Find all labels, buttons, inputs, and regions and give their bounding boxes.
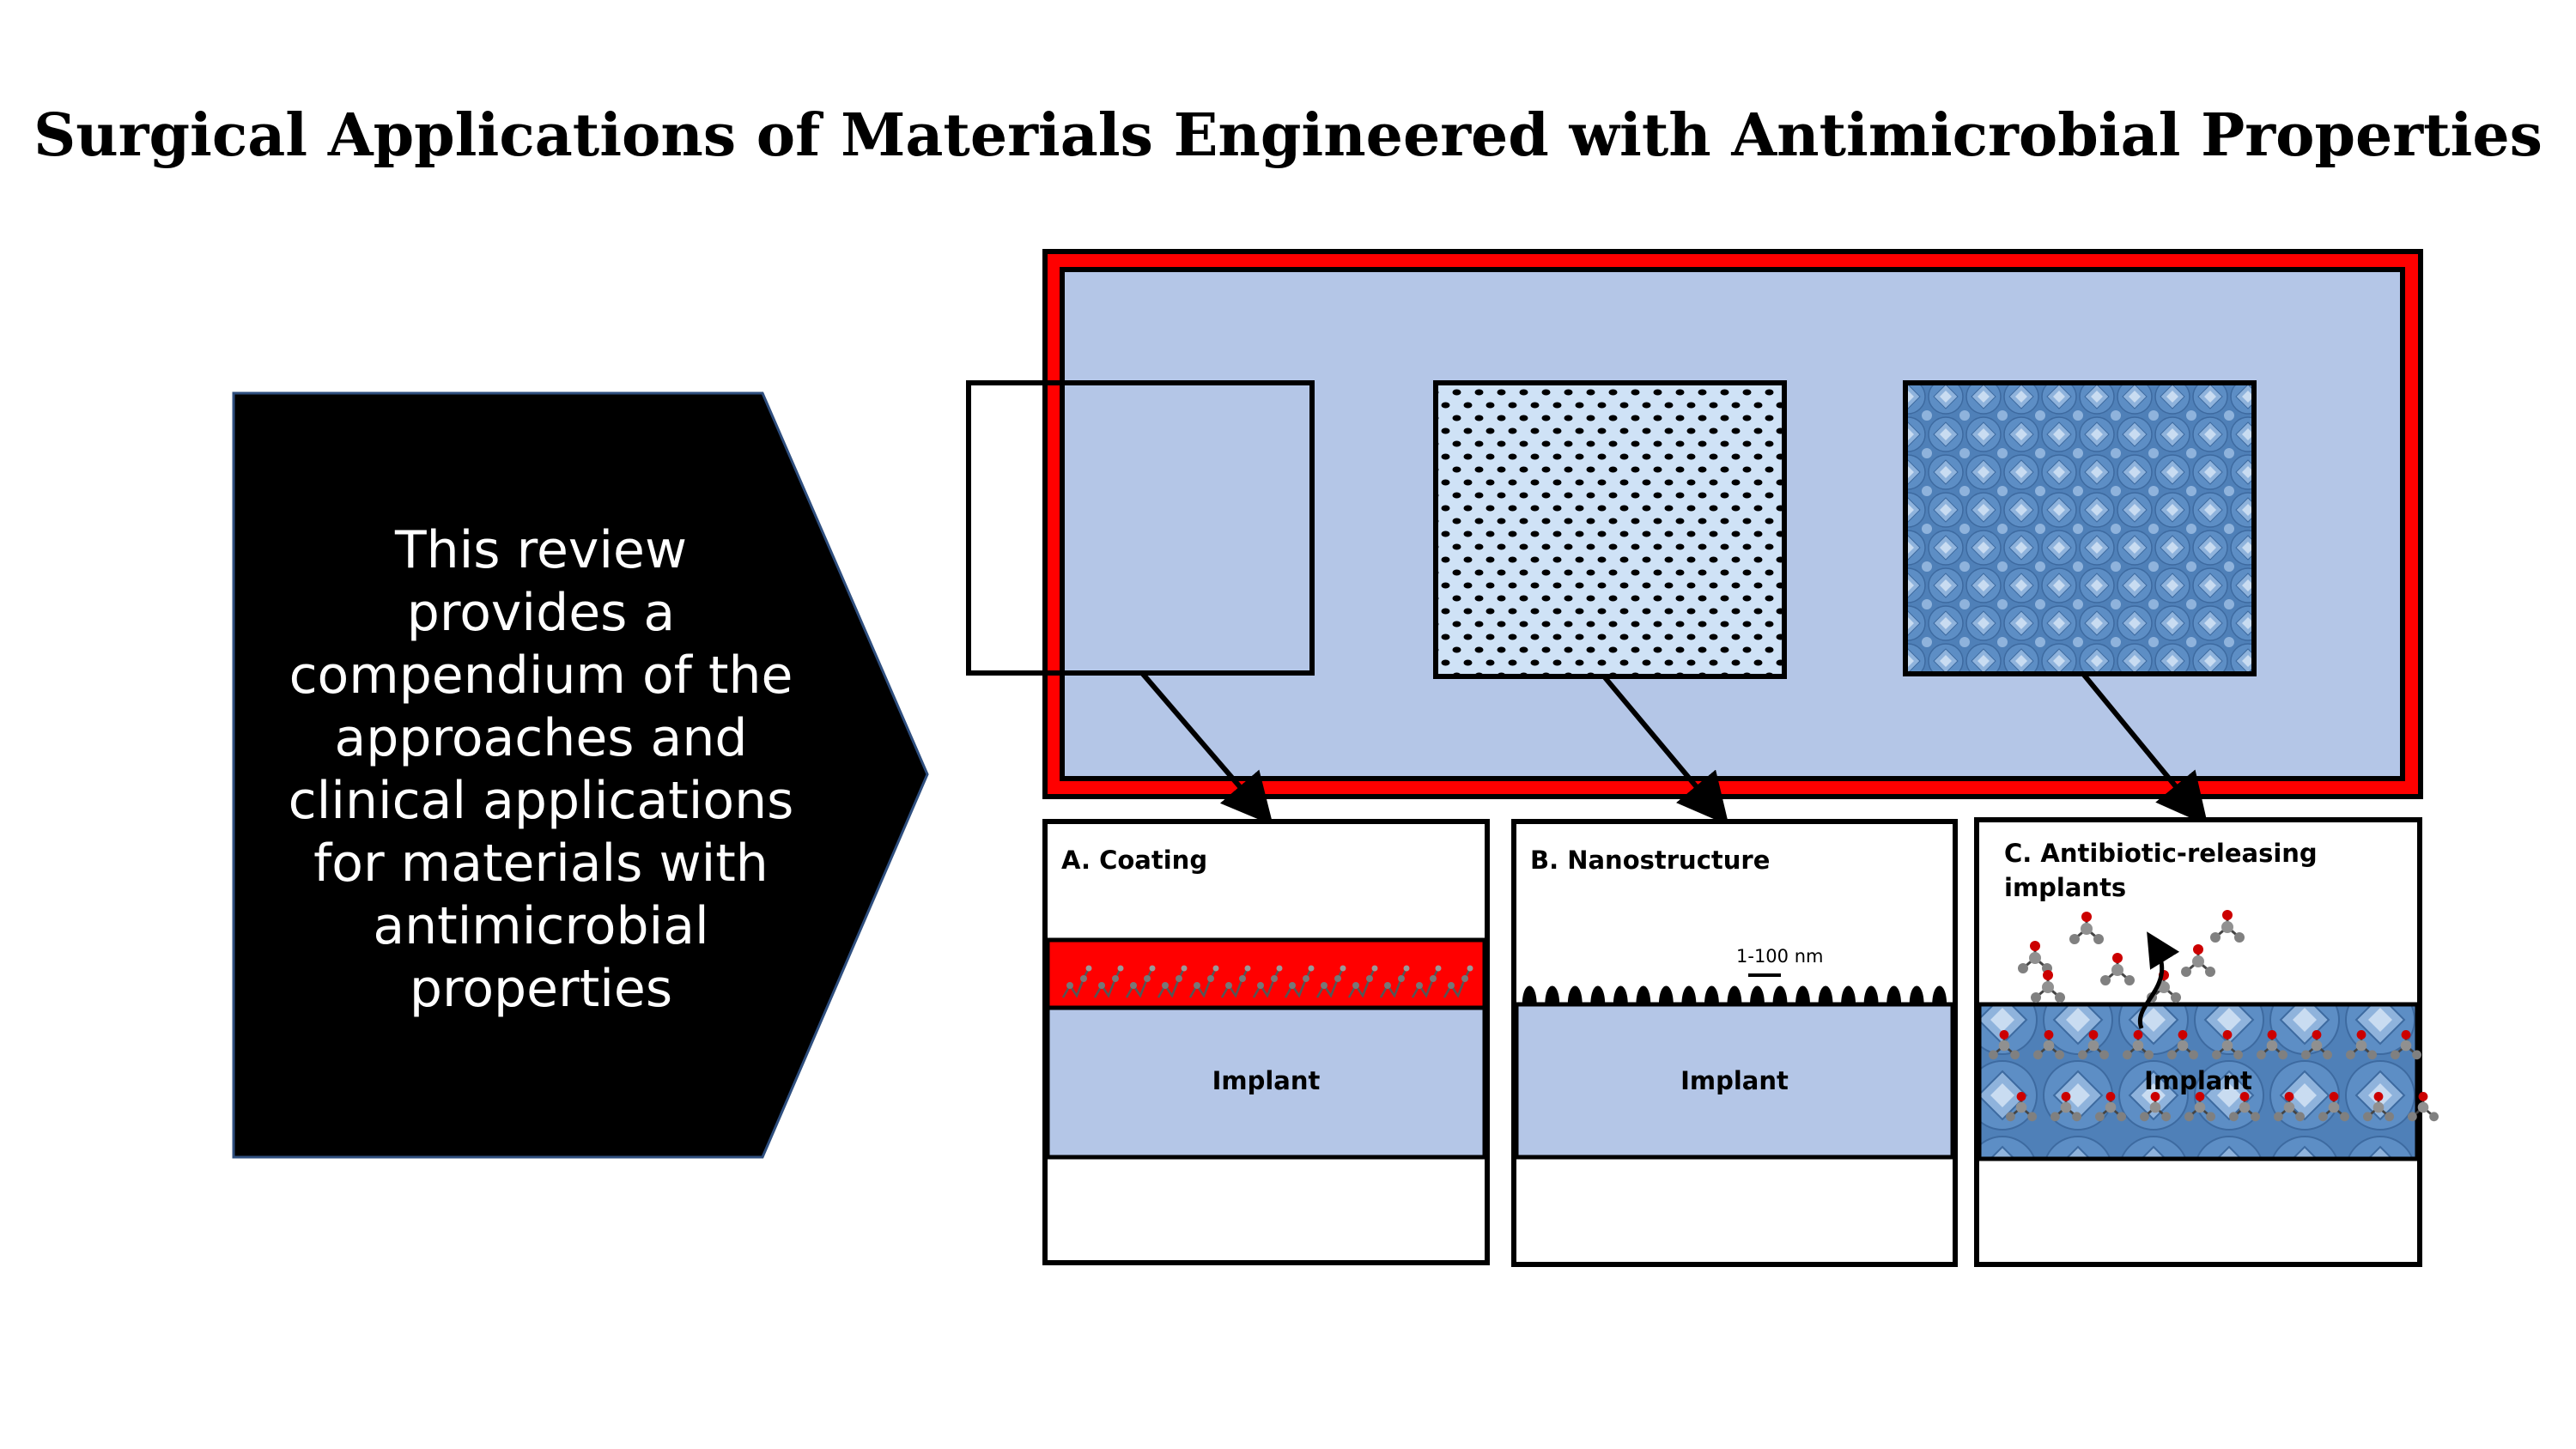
arrow-to-antibiotic [2081, 672, 2208, 826]
antibiotic-molecule [2123, 1030, 2154, 1060]
release-arrow [2137, 931, 2180, 1029]
antibiotic-molecule [2140, 1092, 2172, 1122]
summary-line: for materials with [313, 834, 769, 894]
antibiotic-molecule [2210, 910, 2245, 943]
antibiotic-molecule [2391, 1030, 2422, 1060]
antibiotic-molecule [2257, 1030, 2288, 1060]
antibiotic-molecule [2408, 1092, 2439, 1122]
panel-c-label-line: implants [2004, 873, 2127, 902]
antibiotic-molecule [2078, 1030, 2110, 1060]
coating-molecule [1379, 965, 1410, 998]
panel-a-implant-label: Implant [1212, 1066, 1321, 1095]
panel-c-label: C. Antibiotic-releasing implants [2004, 836, 2318, 905]
antibiotic-molecule [2212, 1030, 2244, 1060]
zoom-box-coating [966, 380, 1315, 676]
coating-molecule [1347, 965, 1378, 998]
antibiotic-molecule [2006, 1092, 2038, 1122]
panel-b-label: B. Nanostructure [1530, 846, 1771, 875]
scale-bar-label: 1-100 nm [1736, 946, 1824, 967]
panel-a-label: A. Coating [1061, 846, 1208, 875]
antibiotic-molecule [2363, 1092, 2395, 1122]
coating-molecule [1443, 965, 1473, 998]
coating-molecule [1315, 965, 1346, 998]
summary-text: This review provides a compendium of the… [258, 519, 824, 1021]
antibiotic-molecule [2274, 1092, 2306, 1122]
coating-molecule [1093, 965, 1124, 998]
antibiotic-molecule [1989, 1030, 2020, 1060]
summary-line: This review [394, 520, 688, 580]
nanostructure-surface [1518, 985, 1951, 1005]
zoom-box-nanostructure [1433, 380, 1787, 679]
coating-molecule [1411, 965, 1442, 998]
antibiotic-molecule [2031, 970, 2065, 1003]
arrow-to-nanostructure [1601, 675, 1729, 826]
summary-line: provides a [406, 583, 676, 643]
coating-molecule [1061, 965, 1092, 998]
coating-molecule [1188, 965, 1219, 998]
coating-molecules [1061, 965, 1473, 998]
antibiotic-molecule [2100, 953, 2135, 985]
coating-molecule [1284, 965, 1315, 998]
antibiotic-molecule [2181, 944, 2215, 977]
antibiotic-molecule [2033, 1030, 2065, 1060]
summary-line: approaches and [334, 708, 748, 768]
antibiotic-molecule [2095, 1092, 2127, 1122]
antibiotic-molecule [2318, 1092, 2350, 1122]
summary-line: clinical applications [288, 771, 794, 831]
panel-antibiotic [1974, 817, 2439, 1267]
coating-molecule [1220, 965, 1251, 998]
panel-b-implant-label: Implant [1680, 1066, 1789, 1095]
summary-line: compendium of the [289, 646, 793, 706]
released-antibiotic-molecules [2018, 910, 2245, 1003]
coating-molecule [1157, 965, 1188, 998]
antibiotic-molecule [2229, 1092, 2261, 1122]
panel-nanostructure [1511, 819, 1958, 1267]
zoom-box-antibiotic [1903, 380, 2257, 676]
summary-chevron [232, 391, 929, 1159]
antibiotic-molecule [2346, 1030, 2378, 1060]
antibiotic-molecule [2050, 1092, 2082, 1122]
panel-coating [1042, 819, 1490, 1265]
figure-title: Surgical Applications of Materials Engin… [33, 101, 2543, 170]
antibiotic-molecule [2069, 912, 2104, 944]
antibiotic-molecule [2167, 1030, 2199, 1060]
summary-line: antimicrobial [373, 896, 709, 956]
coating-molecule [1125, 965, 1156, 998]
panel-c-implant-label: Implant [2144, 1066, 2252, 1095]
summary-line: properties [409, 959, 673, 1019]
panel-c-label-line: C. Antibiotic-releasing [2004, 839, 2318, 868]
coating-molecule [1252, 965, 1283, 998]
arrow-to-coating [1139, 671, 1273, 826]
antibiotic-molecule [2184, 1092, 2216, 1122]
antibiotic-molecule [2301, 1030, 2333, 1060]
antibiotic-molecule [2018, 941, 2052, 973]
embedded-antibiotic-molecules [1989, 1030, 2439, 1122]
